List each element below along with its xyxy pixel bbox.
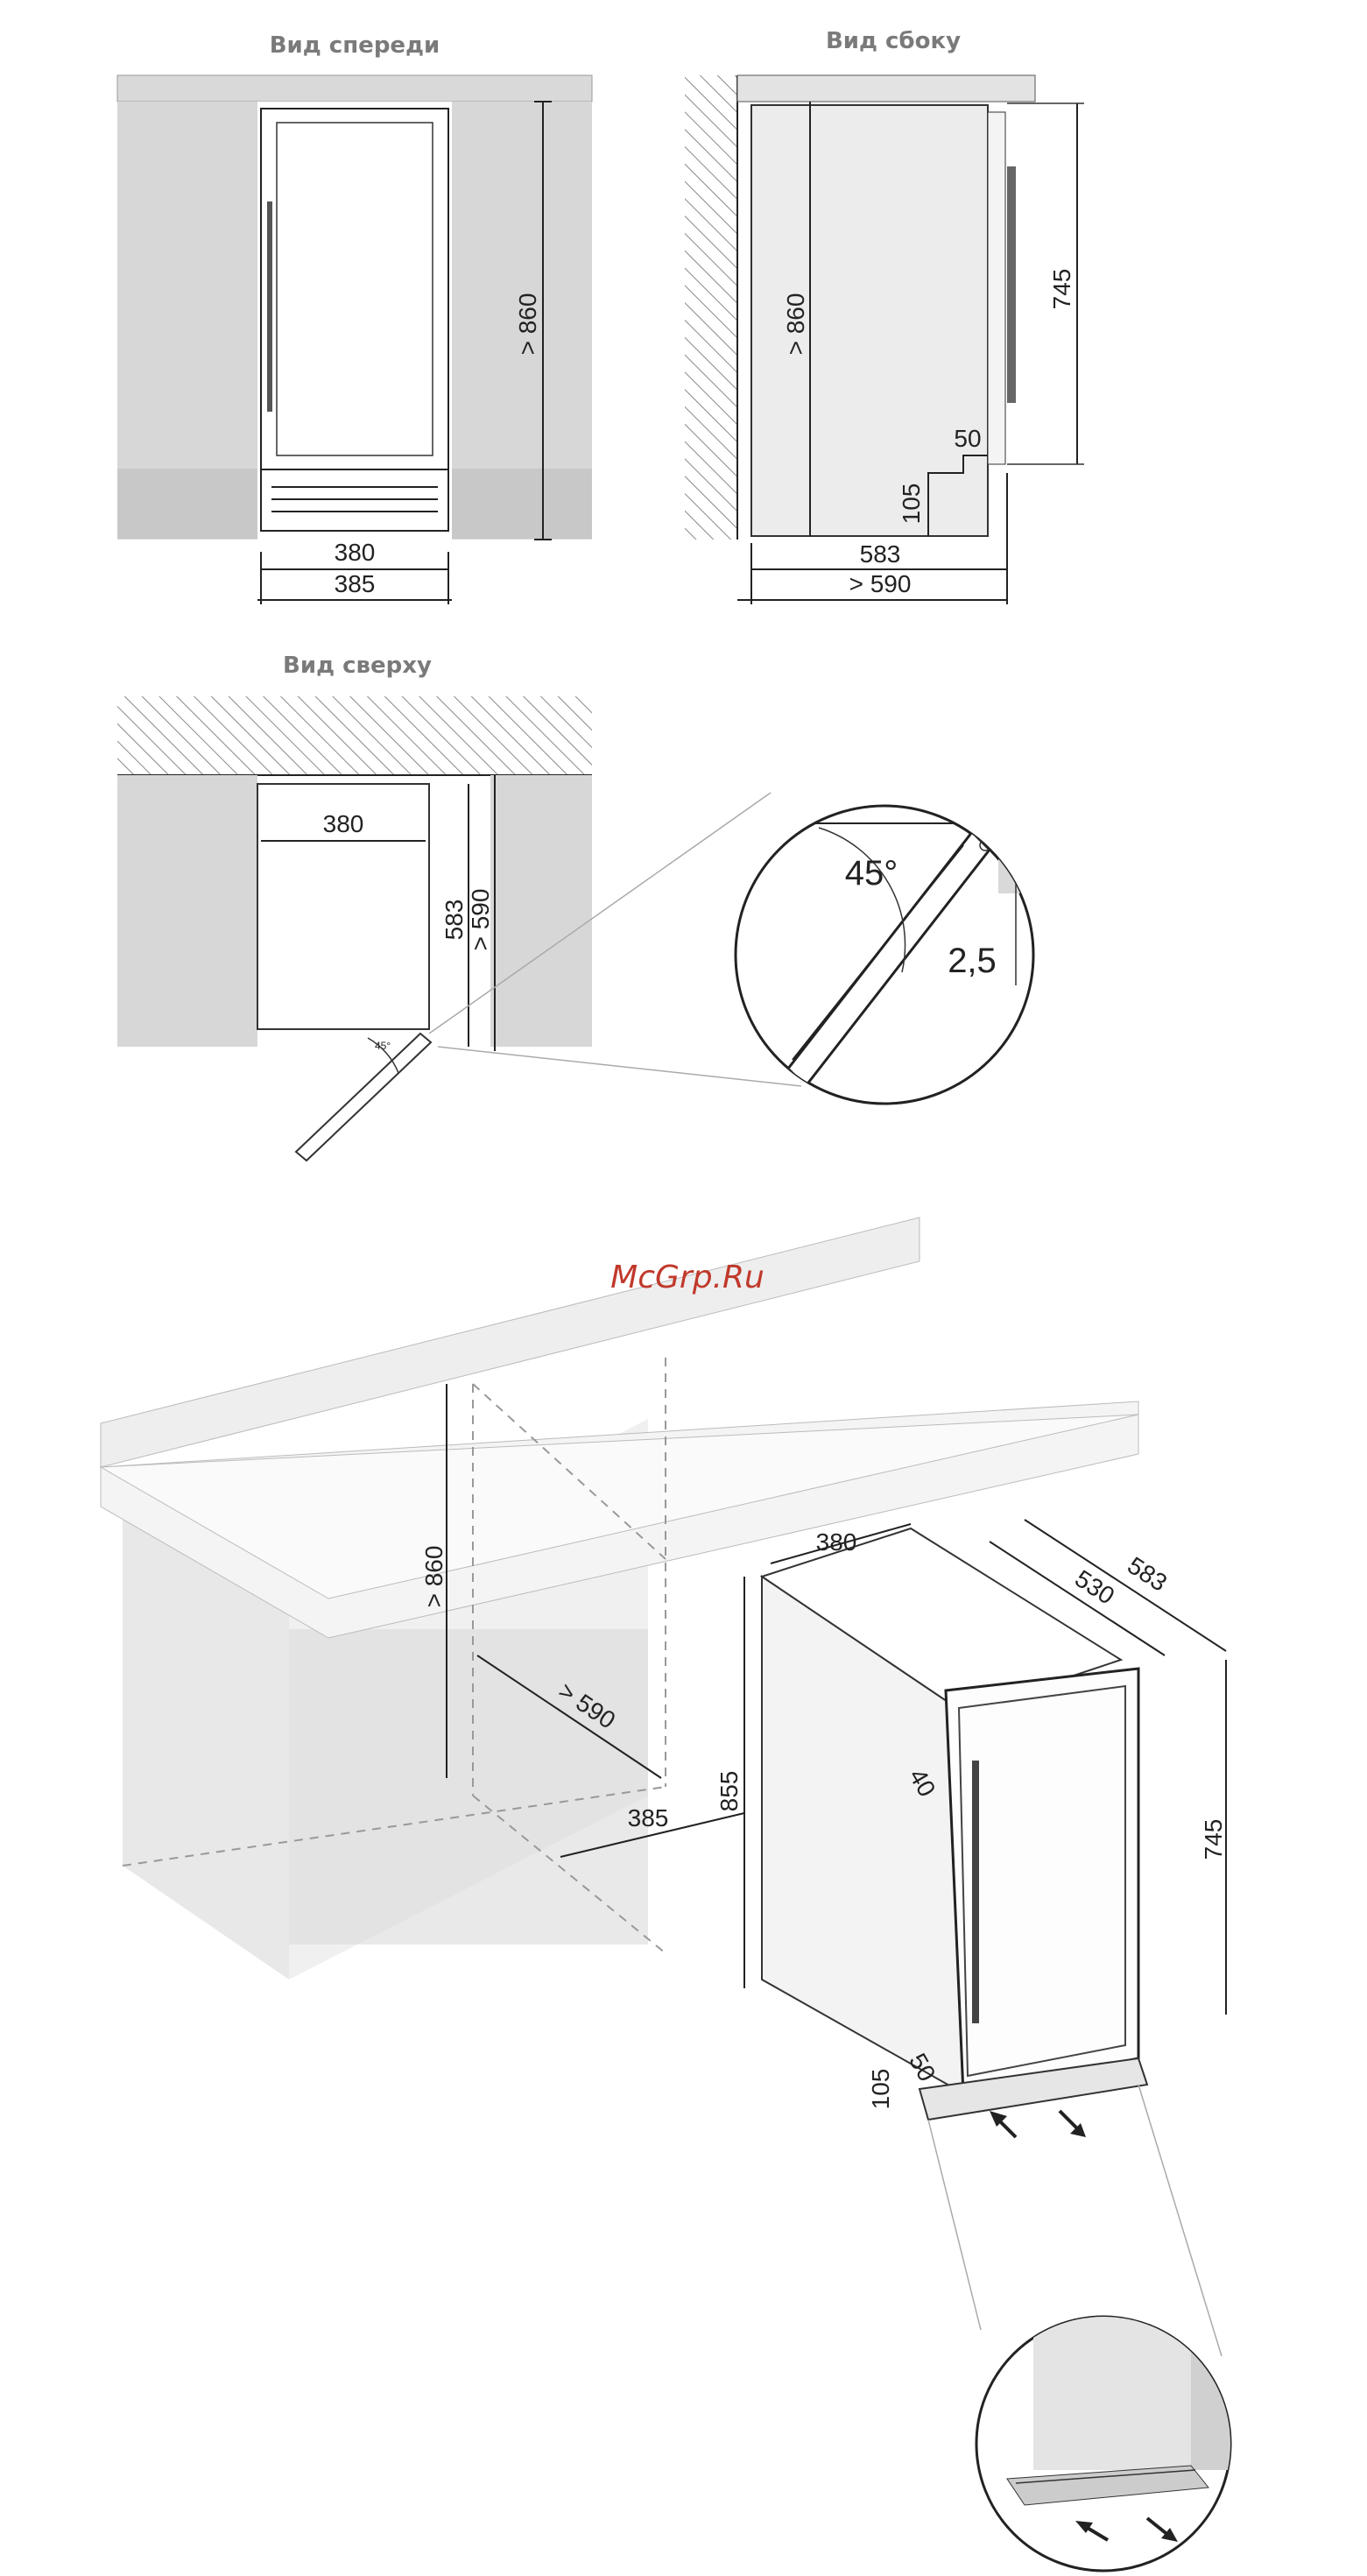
front-width-inner: 380 xyxy=(335,539,376,566)
side-door xyxy=(988,112,1005,464)
iso-handle xyxy=(972,1761,979,2023)
top-open-door xyxy=(296,1034,431,1161)
wall-hatch xyxy=(685,75,737,540)
side-height-label: > 860 xyxy=(782,293,809,356)
top-depth: 583 xyxy=(440,900,468,941)
top-cabinet-left xyxy=(117,775,257,1047)
top-wall-hatch xyxy=(117,696,592,775)
detail-angle: 45° xyxy=(845,854,898,893)
top-view: Вид сверху 380 583 > 590 45° xyxy=(117,653,801,1161)
iso-door-height: 745 xyxy=(1200,1819,1227,1860)
front-width-outer: 385 xyxy=(335,570,376,597)
side-plinth-height: 105 xyxy=(898,483,925,525)
watermark: McGrp.Ru xyxy=(610,1260,765,1295)
front-view: Вид спереди > 860 380 385 xyxy=(117,32,592,604)
side-handle xyxy=(1007,166,1016,403)
iso-niche-height: > 860 xyxy=(420,1546,447,1608)
front-height-label: > 860 xyxy=(514,293,541,356)
side-countertop xyxy=(737,75,1035,102)
side-door-height: 745 xyxy=(1048,269,1075,310)
iso-unit-depth: 583 xyxy=(1123,1551,1172,1596)
side-plinth-depth: 50 xyxy=(954,425,981,452)
top-door-angle: 45° xyxy=(375,1040,391,1052)
top-view-title: Вид сверху xyxy=(283,653,432,679)
side-depth-min: > 590 xyxy=(849,570,912,597)
iso-plinth-height: 105 xyxy=(867,2069,894,2110)
countertop xyxy=(117,75,592,102)
front-view-title: Вид спереди xyxy=(270,32,440,59)
side-depth: 583 xyxy=(860,540,901,568)
iso-unit-depth-inner: 530 xyxy=(1070,1564,1119,1609)
top-width: 380 xyxy=(323,810,364,837)
hinge-detail: 45° 2,5 xyxy=(736,788,1051,1104)
top-depth-min: > 590 xyxy=(467,889,494,951)
detail-gap: 2,5 xyxy=(948,942,997,980)
side-view: Вид сбоку 50 105 > 860 745 583 > 590 xyxy=(685,28,1084,604)
iso-niche-opening: 855 xyxy=(715,1771,743,1812)
side-view-title: Вид сбоку xyxy=(826,28,961,54)
top-cabinet-right xyxy=(490,775,592,1047)
niche xyxy=(257,102,452,540)
isometric-view: > 860 > 590 385 855 380 530 583 745 40 5… xyxy=(101,1217,1227,2356)
iso-niche-width: 385 xyxy=(628,1804,669,1831)
door-handle xyxy=(267,201,272,412)
iso-unit-width: 380 xyxy=(816,1528,857,1556)
grille-detail xyxy=(976,2295,1244,2571)
